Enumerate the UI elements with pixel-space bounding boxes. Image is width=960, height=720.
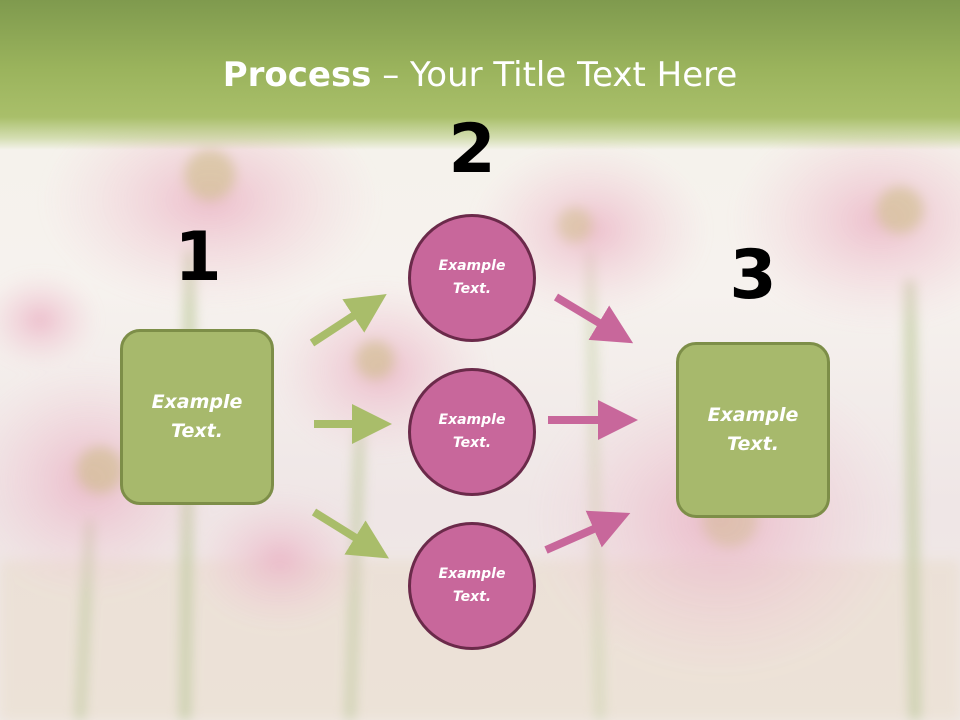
arrow-2-to-3-top xyxy=(553,293,634,344)
step-number-1: 1 xyxy=(174,218,222,297)
step-2-node-bottom[interactable]: Example Text. xyxy=(408,522,536,650)
step-1-text: Example Text. xyxy=(151,391,243,442)
step-3-box[interactable]: Example Text. xyxy=(676,342,830,518)
step-2-node-middle[interactable]: Example Text. xyxy=(408,368,536,496)
step-3-text: Example Text. xyxy=(707,404,799,455)
slide-title: Process – Your Title Text Here xyxy=(0,52,960,98)
step-2-node-bottom-text: Example Text. xyxy=(438,566,506,605)
arrow-2-to-3-bottom xyxy=(544,510,631,554)
step-number-3: 3 xyxy=(729,236,777,315)
title-rest: – Your Title Text Here xyxy=(371,55,738,95)
step-number-2: 2 xyxy=(448,110,496,189)
title-bold: Process xyxy=(222,55,372,95)
step-1-box[interactable]: Example Text. xyxy=(120,329,274,505)
arrow-1-to-2-top xyxy=(309,294,387,347)
step-2-node-top[interactable]: Example Text. xyxy=(408,214,536,342)
arrow-1-to-2-bottom xyxy=(311,508,389,559)
step-2-node-top-text: Example Text. xyxy=(438,258,506,297)
title-band xyxy=(0,0,960,150)
step-2-node-middle-text: Example Text. xyxy=(438,412,506,451)
